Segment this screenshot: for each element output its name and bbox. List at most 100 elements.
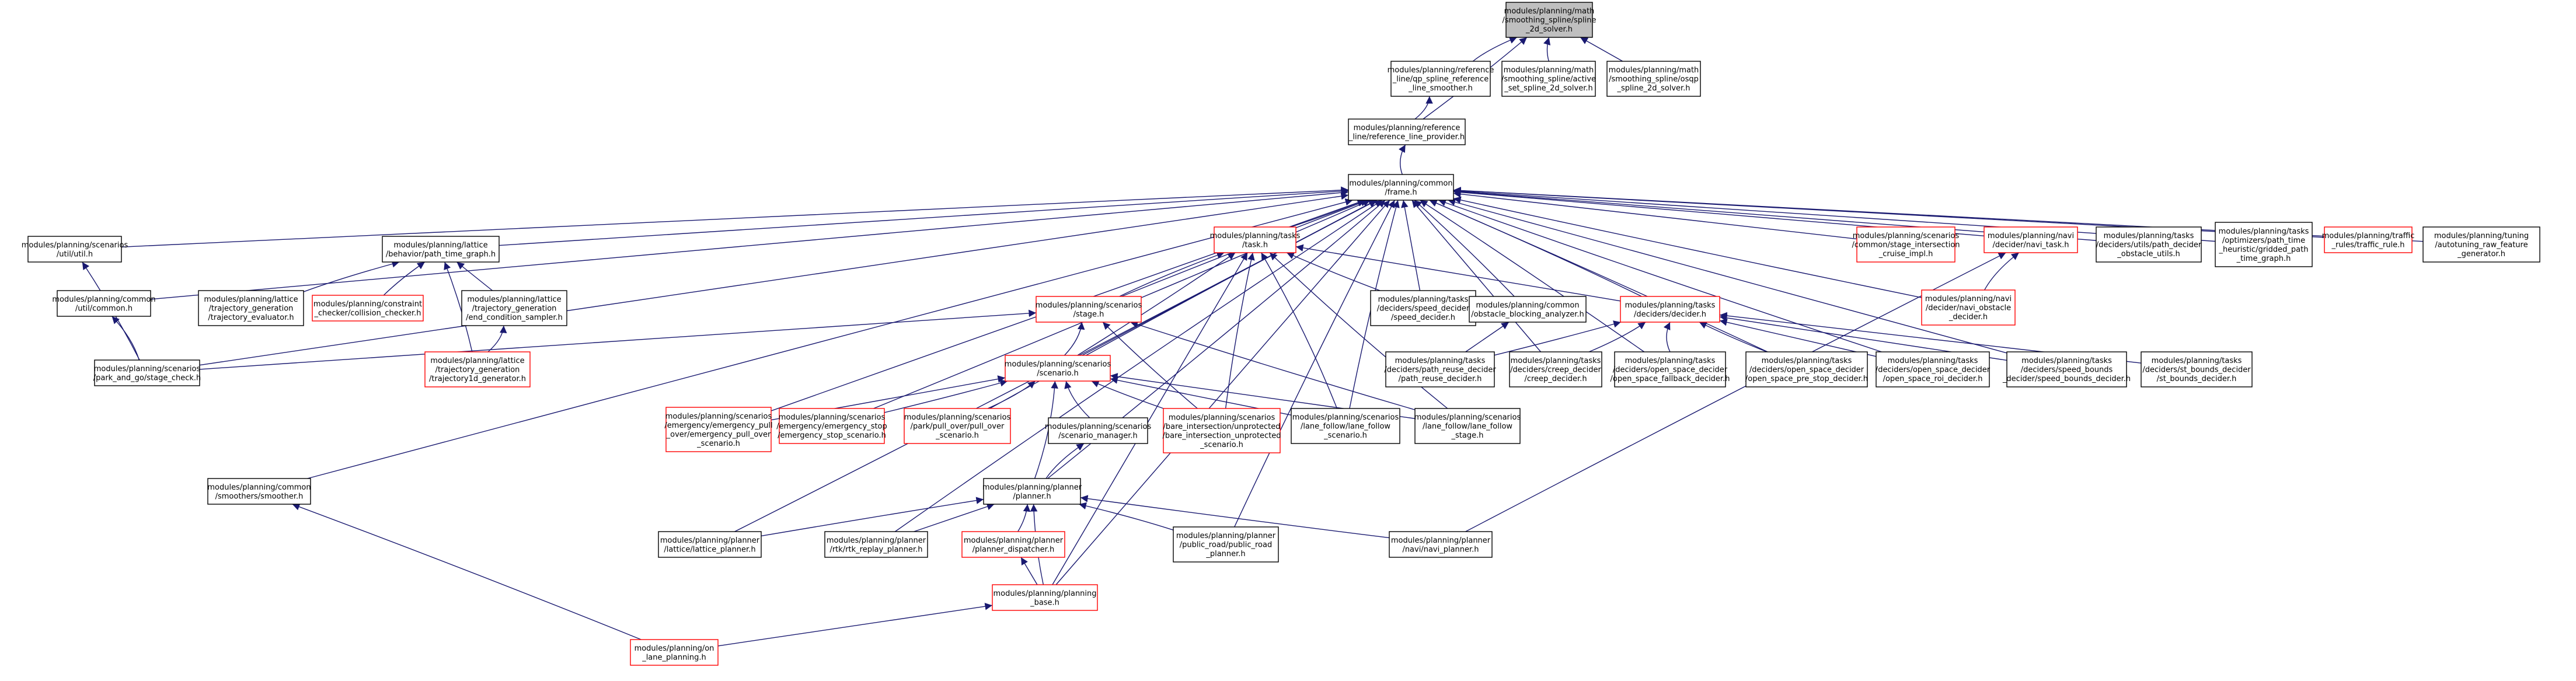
node-lattice_planner[interactable]: modules/planning/planner/lattice/lattice…	[658, 531, 762, 558]
node-frame[interactable]: modules/planning/common/frame.h	[1348, 174, 1454, 201]
node-st_bounds[interactable]: modules/planning/tasks/deciders/st_bound…	[2141, 351, 2253, 387]
node-planning_base[interactable]: modules/planning/planning_base.h	[992, 584, 1098, 611]
node-roi[interactable]: modules/planning/tasks/deciders/open_spa…	[1876, 351, 1991, 387]
node-label-line: /speed_decider.h	[1391, 313, 1455, 322]
node-on_lane[interactable]: modules/planning/on_lane_planning.h	[630, 639, 719, 666]
node-label-line: _scenario.h	[1200, 441, 1243, 449]
node-ref_provider[interactable]: modules/planning/reference_line/referenc…	[1348, 118, 1466, 145]
node-label-line: modules/planning/tasks	[1888, 357, 1978, 365]
node-label-line: _over/emergency_pull_over	[666, 430, 771, 439]
node-box	[824, 531, 928, 558]
node-label-line: /task.h	[1242, 240, 1268, 249]
node-label-line: /scenario_manager.h	[1058, 431, 1138, 440]
node-label-line: /emergency/emergency_pull	[664, 421, 772, 430]
node-label-line: _time_graph.h	[2236, 254, 2291, 263]
node-label-line: modules/planning/math	[1609, 66, 1699, 75]
node-label-line: modules/planning/tasks	[1210, 232, 1301, 240]
node-spline_solver[interactable]: modules/planning/math/smoothing_spline/s…	[1502, 2, 1597, 38]
node-box	[1291, 408, 1400, 444]
node-speed_bounds[interactable]: modules/planning/tasks/deciders/speed_bo…	[2002, 351, 2131, 387]
node-smoother[interactable]: modules/planning/common/smoothers/smooth…	[207, 478, 311, 505]
node-label-line: modules/planning/scenarios	[1414, 413, 1521, 422]
node-util[interactable]: modules/planning/scenarios/util/util.h	[22, 236, 128, 263]
edge-on_lane-to-planning_base	[717, 602, 993, 647]
node-navi_obstacle[interactable]: modules/planning/navi/decider/navi_obsta…	[1921, 289, 2016, 326]
node-stage_intersection[interactable]: modules/planning/scenarios/common/stage_…	[1852, 226, 1960, 263]
node-box	[1385, 351, 1495, 387]
node-dispatcher[interactable]: modules/planning/planner/planner_dispatc…	[961, 531, 1065, 558]
node-label-line: /smoothing_spline/active	[1501, 75, 1596, 84]
node-label-line: modules/planning/reference	[1354, 124, 1460, 132]
edge-creep-to-decider	[1588, 322, 1646, 352]
node-box	[2096, 226, 2202, 263]
node-traj_evaluator[interactable]: modules/planning/lattice/trajectory_gene…	[198, 290, 304, 326]
node-label-line: /public_road/public_road	[1180, 541, 1272, 550]
node-label-line: modules/planning/scenarios	[904, 413, 1011, 422]
node-lane_follow_stage[interactable]: modules/planning/scenarios/lane_follow/l…	[1414, 408, 1521, 444]
node-emergency_stop[interactable]: modules/planning/scenarios/emergency/eme…	[776, 408, 887, 444]
node-park_pull_over[interactable]: modules/planning/scenarios/park/pull_ove…	[904, 408, 1011, 444]
node-bare[interactable]: modules/planning/scenarios/bare_intersec…	[1162, 408, 1281, 453]
node-blocking[interactable]: modules/planning/common/obstacle_blockin…	[1469, 296, 1587, 323]
node-label-line: modules/planning/planner	[1176, 532, 1276, 540]
node-collision_checker[interactable]: modules/planning/constraint_checker/coll…	[312, 295, 424, 322]
node-speed_decider[interactable]: modules/planning/tasks/deciders/speed_de…	[1370, 290, 1476, 326]
node-autotuning[interactable]: modules/planning/tuning/autotuning_raw_f…	[2422, 226, 2540, 263]
edge-traj1d-to-end_condition	[487, 325, 507, 352]
node-label-line: _obstacle_utils.h	[2117, 250, 2180, 259]
node-box	[1389, 531, 1493, 558]
edge-osqp-to-spline_solver	[1580, 37, 1623, 62]
edge-traj_evaluator-to-path_time_graph	[303, 260, 400, 292]
node-label-line: /lane_follow/lane_follow	[1301, 422, 1390, 431]
node-pre_stop[interactable]: modules/planning/tasks/deciders/open_spa…	[1745, 351, 1868, 387]
node-active_set[interactable]: modules/planning/math/smoothing_spline/a…	[1501, 61, 1596, 97]
node-label-line: modules/planning/traffic	[2322, 232, 2415, 240]
node-box	[2006, 351, 2127, 387]
node-path_decider_obstacle[interactable]: modules/planning/tasks/deciders/utils/pa…	[2096, 226, 2202, 263]
node-creep[interactable]: modules/planning/tasks/deciders/creep_de…	[1509, 351, 1602, 387]
node-label-line: modules/planning/scenarios	[1045, 422, 1152, 431]
node-qp_smoother[interactable]: modules/planning/reference_line/qp_splin…	[1388, 61, 1494, 97]
node-public_road[interactable]: modules/planning/planner/public_road/pub…	[1173, 526, 1279, 563]
node-stage[interactable]: modules/planning/scenarios/stage.h	[1036, 296, 1142, 323]
node-box	[1390, 61, 1491, 97]
edge-planning_base-to-frame	[1055, 200, 1390, 585]
node-box	[1509, 351, 1602, 387]
node-label-line: modules/planning/planner	[964, 536, 1064, 545]
node-path_reuse[interactable]: modules/planning/tasks/deciders/path_reu…	[1384, 351, 1496, 387]
node-scenario[interactable]: modules/planning/scenarios/scenario.h	[1005, 355, 1111, 382]
node-task[interactable]: modules/planning/tasks/task.h	[1210, 226, 1301, 253]
node-traj1d[interactable]: modules/planning/lattice/trajectory_gene…	[424, 351, 531, 387]
node-navi_task[interactable]: modules/planning/navi/decider/navi_task.…	[1984, 226, 2078, 253]
node-navi_planner[interactable]: modules/planning/planner/navi/navi_plann…	[1389, 531, 1493, 558]
node-box	[94, 359, 200, 386]
node-lane_follow_scenario[interactable]: modules/planning/scenarios/lane_follow/l…	[1291, 408, 1400, 444]
edge-path_reuse-to-decider	[1494, 320, 1622, 356]
node-end_condition[interactable]: modules/planning/lattice/trajectory_gene…	[461, 290, 567, 326]
node-box	[1036, 296, 1142, 323]
node-fallback[interactable]: modules/planning/tasks/deciders/open_spa…	[1611, 351, 1730, 387]
node-box	[198, 290, 304, 326]
node-pull_over[interactable]: modules/planning/scenarios/emergency/eme…	[664, 407, 773, 452]
node-gridded[interactable]: modules/planning/tasks/optimizers/path_t…	[2215, 222, 2313, 267]
node-box	[1348, 174, 1454, 201]
node-scenario_manager[interactable]: modules/planning/scenarios/scenario_mana…	[1045, 417, 1152, 444]
node-osqp[interactable]: modules/planning/math/smoothing_spline/o…	[1606, 61, 1701, 97]
edge-navi_obstacle-to-navi_task	[1984, 252, 2020, 291]
node-planner[interactable]: modules/planning/planner/planner.h	[982, 478, 1082, 505]
node-label-line: /lattice/lattice_planner.h	[664, 545, 755, 554]
edge-lane_follow_scenario-to-task	[1261, 252, 1338, 409]
node-label-line: /park_and_go/stage_check.h	[93, 373, 201, 382]
node-rtk[interactable]: modules/planning/planner/rtk/rtk_replay_…	[824, 531, 928, 558]
node-traffic_rule[interactable]: modules/planning/traffic_rules/traffic_r…	[2322, 226, 2415, 253]
edge-traj1d-to-path_time_graph	[444, 261, 473, 352]
node-label-line: /park/pull_over/pull_over	[911, 422, 1005, 431]
node-garage[interactable]: modules/planning/scenarios/park_and_go/s…	[93, 359, 201, 386]
node-common_util[interactable]: modules/planning/common/util/common.h	[52, 290, 156, 317]
node-box	[665, 407, 772, 452]
node-label-line: /deciders/open_space_decider	[1749, 366, 1864, 375]
node-path_time_graph[interactable]: modules/planning/lattice/behavior/path_t…	[382, 236, 500, 263]
node-label-line: _decider.h	[1948, 313, 1988, 322]
node-decider[interactable]: modules/planning/tasks/deciders/decider.…	[1620, 296, 1720, 323]
